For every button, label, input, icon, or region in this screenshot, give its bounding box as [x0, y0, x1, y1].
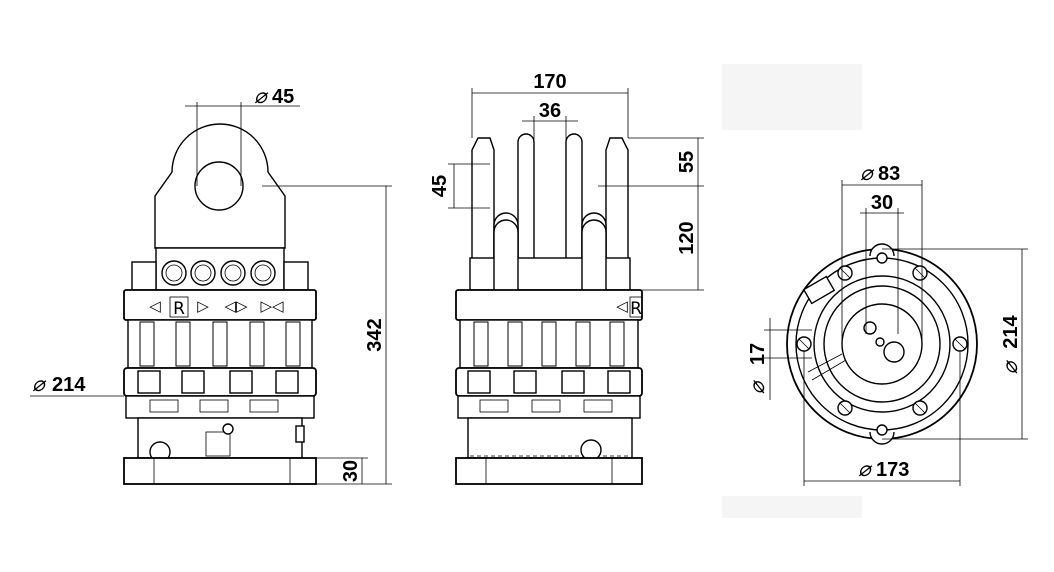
dim-top-offset: 55: [676, 151, 698, 173]
front-port-opening: [205, 431, 231, 457]
side-rotor: [467, 417, 633, 459]
bottom-arm: [807, 353, 843, 373]
dim-shaft-diameter: 83: [878, 163, 900, 185]
side-bolt-heads: [467, 370, 631, 394]
bottom-view: [786, 243, 978, 445]
side-plug: [580, 439, 602, 461]
side-view: ◁ R: [455, 133, 643, 485]
front-ports: [161, 260, 276, 286]
background-patch: [722, 496, 862, 518]
dim-fork-height: 120: [676, 221, 698, 254]
front-ribs: [139, 321, 301, 367]
arrow-mark: ◁: [616, 297, 628, 315]
bottom-bottom-hole: [876, 424, 888, 436]
dim-housing-diameter: 214: [52, 374, 86, 396]
side-ribs: [473, 321, 625, 367]
dim-eye-diameter: 45: [272, 86, 294, 108]
side-base-flange: [455, 457, 643, 485]
dim-eye-height: 45: [429, 175, 451, 197]
diameter-symbol: ⌀: [858, 458, 873, 481]
logo-letter: R: [173, 299, 185, 319]
diameter-symbol: ⌀: [254, 85, 269, 108]
bottom-center-port: [883, 341, 905, 363]
front-view: ◁ ▷ ◁▷ ▷◁ R: [123, 123, 317, 485]
side-ring-slots: [479, 399, 613, 413]
front-eye-hole: [194, 161, 244, 211]
bottom-bottom-tab: [869, 431, 895, 445]
side-slot-left-edge: [493, 219, 519, 290]
dim-slot-width: 36: [539, 100, 561, 122]
diameter-symbol: ⌀: [999, 359, 1022, 374]
arrow-mark: ◁▷: [224, 297, 248, 315]
front-ring-slots: [149, 399, 279, 413]
bottom-center-pin: [863, 321, 877, 335]
front-bolt-heads: [137, 370, 299, 394]
front-side-nut: [295, 425, 305, 443]
bottom-bracket: [802, 275, 836, 305]
side-fork-inner-left: [517, 133, 535, 291]
dim-base-height: 30: [340, 460, 362, 482]
front-bearing-ring: [125, 395, 315, 419]
front-valve-side-right: [283, 261, 309, 291]
diameter-symbol: ⌀: [32, 373, 47, 396]
dim-bolt-circle-diameter: 173: [876, 459, 909, 481]
arrow-mark: ▷◁: [260, 297, 284, 315]
bottom-dimensions: ⌀ 83 30 17 ⌀ 214 ⌀ ⌀ 173: [746, 162, 1028, 486]
front-dimensions: ⌀ 45 ⌀ 214 342 30: [30, 85, 392, 485]
side-top-flange: [455, 289, 643, 321]
arrow-mark: ▷: [197, 297, 209, 315]
front-arrow-marks: ◁ ▷ ◁▷ ▷◁: [149, 297, 284, 315]
logo-letter: R: [630, 299, 642, 319]
dim-total-width: 170: [533, 71, 566, 93]
dim-outer-diameter: 214: [1000, 314, 1022, 348]
side-bearing-ring: [457, 395, 641, 419]
bottom-top-hole: [876, 252, 888, 264]
background-patch: [722, 64, 862, 130]
logo-box: [629, 296, 643, 318]
dim-inner-width: 30: [871, 192, 893, 214]
side-dimensions: 170 36 45 55 120: [429, 71, 704, 291]
diameter-symbol: ⌀: [860, 162, 875, 185]
dim-total-height: 342: [364, 318, 386, 351]
side-fork-inner-right: [565, 133, 583, 291]
diameter-symbol: ⌀: [746, 379, 769, 394]
front-base-flange: [123, 457, 317, 485]
bottom-center-dot: [875, 337, 885, 347]
front-valve-side-left: [131, 261, 157, 291]
bottom-top-tab: [869, 243, 895, 257]
bottom-bolts: [796, 265, 968, 416]
dim-hole-diameter: 17: [747, 343, 769, 365]
front-small-port: [222, 423, 234, 435]
logo-box: [169, 296, 189, 318]
side-slot-right-edge: [581, 219, 607, 290]
arrow-mark: ◁: [149, 297, 161, 315]
